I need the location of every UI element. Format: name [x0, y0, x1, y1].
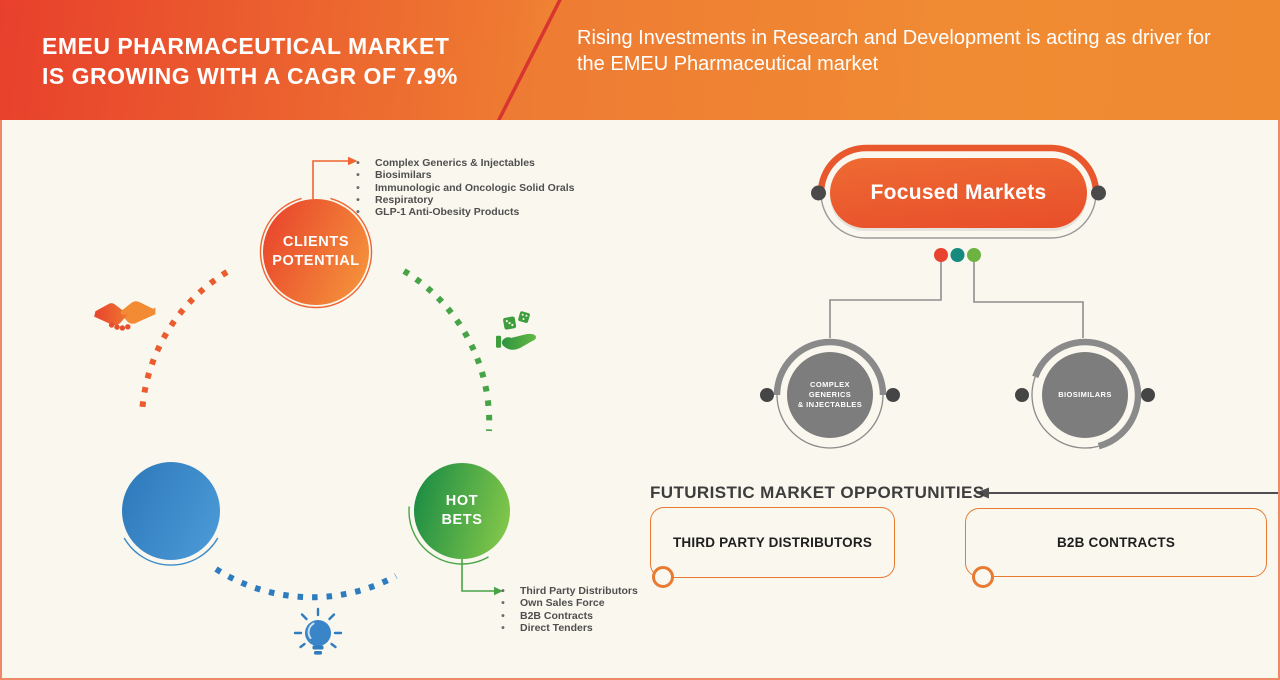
- opportunity-box-b2b: B2B CONTRACTS: [965, 508, 1267, 577]
- list-item: Direct Tenders: [499, 622, 638, 634]
- list-item-label: Immunologic and Oncologic Solid Orals: [375, 181, 575, 194]
- bullet-dot: [354, 157, 362, 169]
- bullet-dot: [499, 622, 507, 634]
- header-banner: EMEU PHARMACEUTICAL MARKET IS GROWING WI…: [0, 0, 1280, 126]
- page-title-line1: EMEU PHARMACEUTICAL MARKET: [42, 33, 450, 59]
- list-item: Third Party Distributors: [499, 585, 638, 597]
- list-item: B2B Contracts: [499, 610, 638, 622]
- opportunities-heading: FUTURISTIC MARKET OPPORTUNITIES: [650, 483, 985, 502]
- hotbets-label-line1: HOT: [445, 493, 479, 509]
- bio-label: BIOSIMILARS: [1058, 390, 1112, 399]
- hot-bets-list: Third Party Distributors Own Sales Force…: [499, 585, 638, 634]
- opportunity-box-label: THIRD PARTY DISTRIBUTORS: [672, 535, 873, 550]
- list-item-label: Biosimilars: [375, 169, 432, 182]
- list-item: Respiratory: [354, 194, 575, 206]
- list-item-label: Direct Tenders: [520, 621, 593, 634]
- list-item-label: Respiratory: [375, 193, 434, 206]
- cgi-label-line2: GENERICS: [808, 390, 852, 399]
- opportunity-box-label: B2B CONTRACTS: [1056, 535, 1176, 550]
- page-title: EMEU PHARMACEUTICAL MARKET IS GROWING WI…: [42, 31, 458, 91]
- opportunity-ring-marker: [652, 566, 674, 588]
- bullet-dot: [354, 194, 362, 206]
- bullet-dot: [499, 585, 507, 597]
- clients-label-line2: POTENTIAL: [272, 253, 360, 269]
- hotbets-label-line2: BETS: [441, 512, 483, 528]
- focused-markets-pill: Focused Markets: [830, 158, 1087, 228]
- list-item: Complex Generics & Injectables: [354, 157, 575, 169]
- opportunity-box-third-party: THIRD PARTY DISTRIBUTORS: [650, 507, 895, 578]
- list-item-label: B2B Contracts: [520, 609, 593, 622]
- bullet-dot: [354, 182, 362, 194]
- list-item: Own Sales Force: [499, 597, 638, 609]
- blue-circle: [122, 462, 220, 560]
- list-item-label: Third Party Distributors: [520, 585, 638, 597]
- clients-potential-list: Complex Generics & Injectables Biosimila…: [354, 157, 575, 218]
- list-item-label: Complex Generics & Injectables: [375, 157, 535, 169]
- list-item-label: GLP-1 Anti-Obesity Products: [375, 206, 520, 219]
- page-subtitle: Rising Investments in Research and Devel…: [577, 27, 1211, 75]
- list-item: Biosimilars: [354, 169, 575, 181]
- clients-label-line1: CLIENTS: [282, 234, 350, 250]
- complex-generics-circle: COMPLEX GENERICS & INJECTABLES: [787, 352, 873, 438]
- page-title-line2: IS GROWING WITH A CAGR OF 7.9%: [42, 63, 458, 89]
- bullet-dot: [499, 597, 507, 609]
- clients-potential-circle: CLIENTS POTENTIAL: [263, 199, 369, 305]
- banner-right-panel: [497, 0, 1280, 120]
- bullet-dot: [499, 610, 507, 622]
- list-item: Immunologic and Oncologic Solid Orals: [354, 182, 575, 194]
- list-item-label: Own Sales Force: [520, 597, 605, 610]
- bullet-dot: [354, 206, 362, 218]
- list-item: GLP-1 Anti-Obesity Products: [354, 206, 575, 218]
- cgi-label-line3: & INJECTABLES: [797, 400, 863, 409]
- hot-bets-circle: HOT BETS: [414, 463, 510, 559]
- opportunity-ring-marker: [972, 566, 994, 588]
- biosimilars-circle: BIOSIMILARS: [1042, 352, 1128, 438]
- cgi-label-line1: COMPLEX: [810, 380, 850, 389]
- bullet-dot: [354, 169, 362, 181]
- focused-markets-label: Focused Markets: [870, 181, 1047, 204]
